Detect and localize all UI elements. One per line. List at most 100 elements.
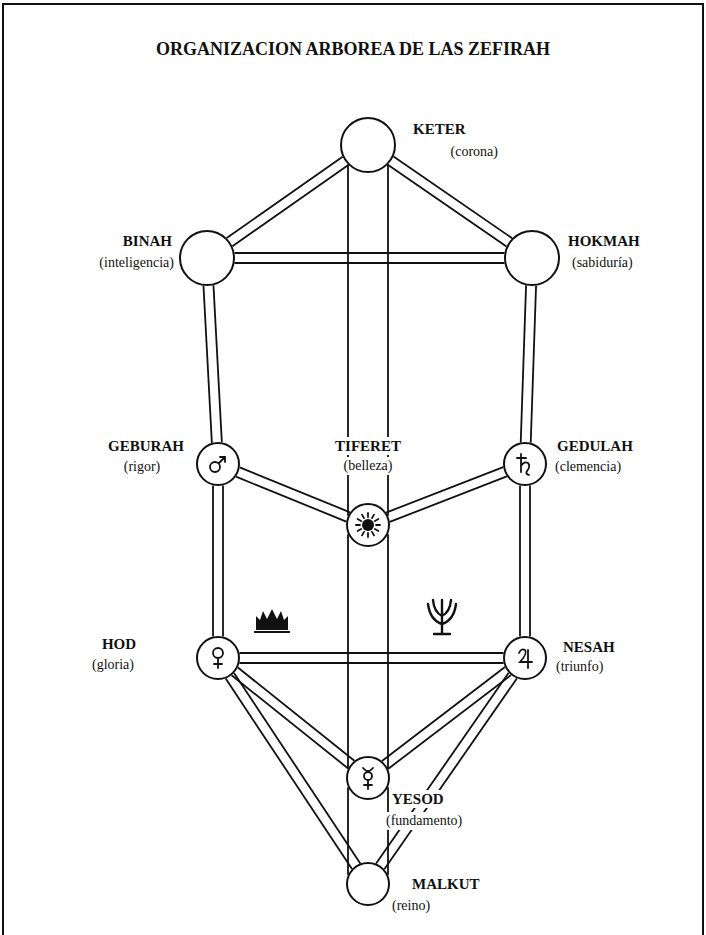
path-line	[387, 787, 389, 875]
sefirah-meaning: (gloria)	[90, 656, 136, 674]
path-line	[531, 286, 536, 443]
sefirah-name: KETER	[411, 120, 468, 138]
path-band	[521, 285, 536, 442]
path-line	[519, 485, 521, 636]
sefirah-meaning: (sabiduría)	[570, 254, 635, 272]
sefirah-name: HOKMAH	[566, 232, 642, 250]
diagram-title: ORGANIZACION ARBOREA DE LAS ZEFIRAH	[0, 38, 706, 60]
path-line	[239, 652, 503, 654]
circle-outline	[503, 442, 547, 486]
moon-symbol	[362, 874, 372, 894]
venus-symbol	[214, 658, 222, 668]
sefirah-node: BINAH(inteligencia)	[179, 230, 235, 286]
sefirah-meaning: (reino)	[390, 897, 432, 915]
path-line	[222, 485, 224, 636]
sefirah-node: GEBURAH(rigor)	[196, 442, 240, 486]
path-line	[227, 157, 343, 238]
sefirah-name: NESAH	[561, 638, 617, 656]
sefirah-node: NESAH(triunfo)	[503, 636, 547, 680]
circle-outline	[346, 756, 390, 800]
path-line	[213, 285, 221, 442]
saturn-symbol	[517, 454, 529, 475]
path-line	[384, 678, 517, 869]
circle-outline	[504, 443, 546, 485]
mercury-symbol	[363, 768, 373, 771]
circle-outline	[196, 442, 240, 486]
path-line	[232, 165, 348, 246]
mercury-symbol	[364, 772, 372, 780]
sefirah-meaning: (clemencia)	[553, 458, 623, 476]
path-band	[376, 673, 517, 870]
path-line	[386, 467, 503, 512]
path-line	[394, 157, 513, 239]
circle-outline	[503, 636, 547, 680]
path-line	[235, 262, 505, 264]
path-line	[238, 667, 355, 760]
path-line	[388, 675, 511, 769]
sefirah-name: YESOD	[390, 790, 446, 808]
sefirah-node: KETER(corona)	[340, 117, 396, 173]
sefirah-node: GEDULAH(clemencia)	[503, 442, 547, 486]
jupiter-symbol	[519, 649, 532, 668]
path-line	[232, 675, 349, 768]
path-band	[226, 673, 361, 869]
sefirah-name: TIFERET	[333, 437, 403, 455]
crown-icon	[254, 631, 290, 633]
frame-border	[3, 4, 703, 935]
path-band	[388, 157, 512, 247]
sefirah-node: HOKMAH(sabiduría)	[504, 230, 560, 286]
circle-outline	[504, 637, 546, 679]
sefirah-meaning: (rigor)	[122, 458, 163, 476]
circle-outline	[347, 863, 389, 905]
path-line	[236, 477, 346, 522]
path-line	[347, 534, 349, 769]
circle-outline	[505, 231, 559, 285]
path-line	[203, 286, 211, 443]
sefirah-node: YESOD(fundamento)	[346, 756, 390, 800]
path-line	[347, 787, 349, 875]
path-band	[213, 485, 223, 636]
circle-outline	[180, 231, 234, 285]
circle-outline	[341, 118, 395, 172]
sefirah-node: TIFERET(belleza)	[346, 503, 390, 547]
sefirah-meaning: (inteligencia)	[97, 254, 176, 272]
sun-symbol	[356, 513, 380, 537]
sefirah-name: BINAH	[121, 232, 174, 250]
sefirah-node: HOD(gloria)	[196, 636, 240, 680]
path-band	[236, 467, 350, 521]
crown-icon	[256, 609, 288, 630]
path-line	[387, 534, 389, 769]
sefirah-name: GEDULAH	[555, 437, 635, 455]
path-line	[390, 476, 507, 521]
venus-symbol	[213, 648, 223, 658]
sefirah-name: GEBURAH	[106, 437, 186, 455]
circle-outline	[179, 230, 235, 286]
circle-outline	[347, 757, 389, 799]
path-band	[348, 787, 388, 875]
path-band	[386, 467, 507, 522]
path-band	[203, 285, 221, 443]
path-line	[226, 679, 352, 869]
sefirah-name: MALKUT	[410, 875, 482, 893]
circle-outline	[346, 862, 390, 906]
circle-outline	[346, 503, 390, 547]
path-line	[521, 285, 526, 442]
path-line	[212, 485, 214, 636]
sefirah-meaning: (corona)	[449, 143, 500, 161]
sefirah-name: HOD	[100, 635, 138, 653]
sun-symbol	[362, 519, 374, 531]
path-line	[239, 662, 503, 664]
mercury-symbol	[364, 780, 372, 789]
circle-outline	[196, 636, 240, 680]
path-line	[234, 673, 360, 863]
sefirah-meaning: (fundamento)	[384, 812, 464, 830]
path-band	[227, 157, 349, 247]
path-band	[232, 667, 355, 768]
path-line	[388, 165, 507, 247]
circle-outline	[347, 504, 389, 546]
path-band	[520, 485, 530, 636]
mars-symbol	[219, 457, 225, 463]
path-band	[382, 667, 511, 769]
